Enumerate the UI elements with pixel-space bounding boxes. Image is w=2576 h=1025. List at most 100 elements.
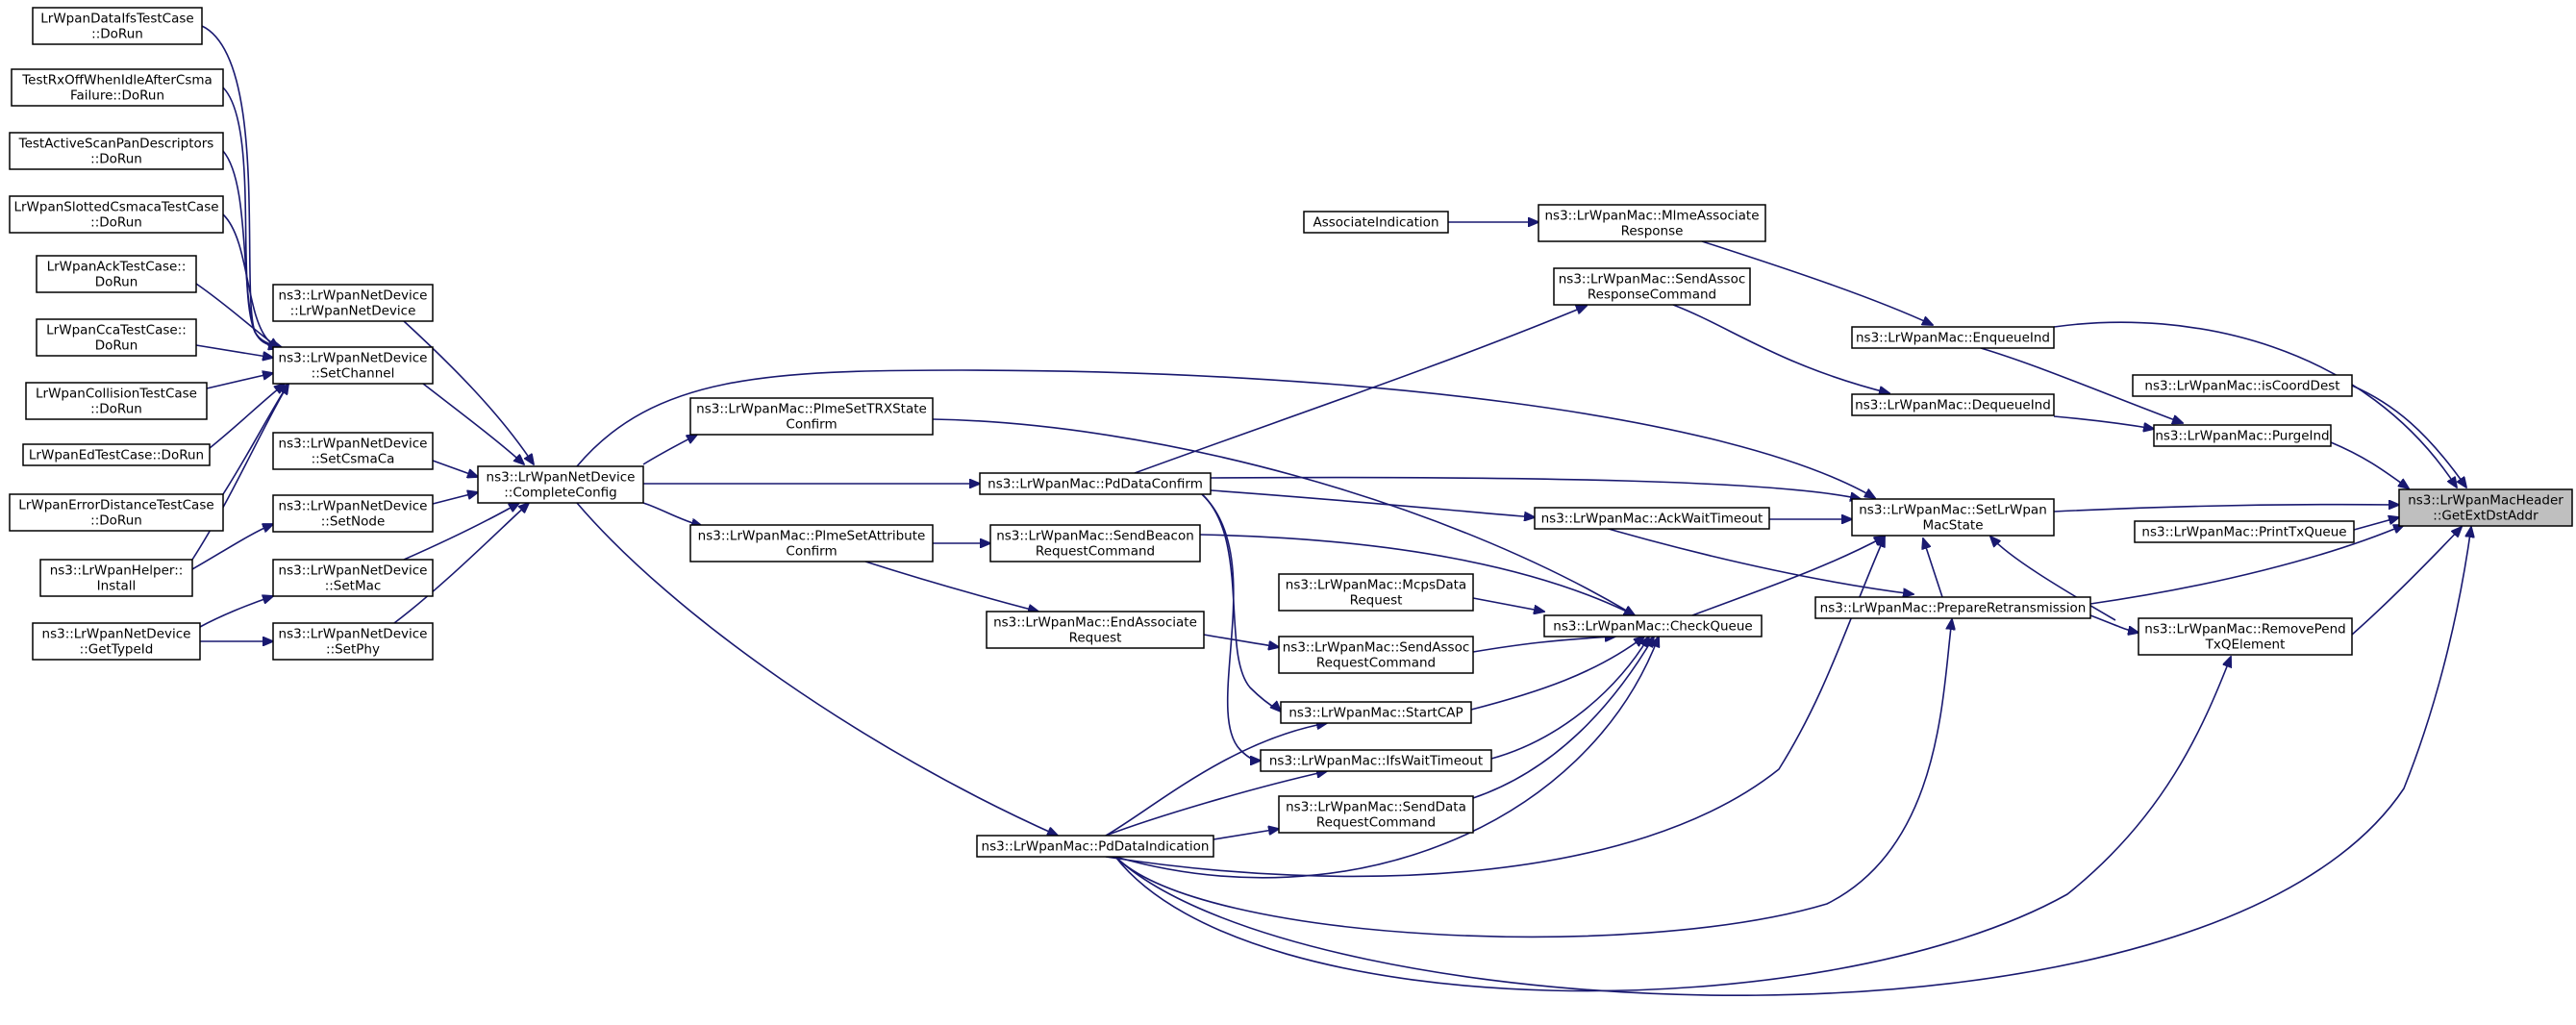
- node-box: [2134, 520, 2355, 543]
- node-setnode[interactable]: ns3::LrWpanNetDevice::SetNode: [272, 494, 434, 533]
- node-pddataconfirm[interactable]: ns3::LrWpanMac::PdDataConfirm: [979, 472, 1212, 495]
- edge-endassoc-to-sendassocreq: [1203, 634, 1279, 647]
- node-label: LrWpanDataIfsTestCase: [40, 12, 193, 27]
- edge-removepend-to-setstate: [1990, 537, 2116, 621]
- node-label: Request: [1069, 631, 1122, 646]
- node-iscoord[interactable]: ns3::LrWpanMac::isCoordDest: [2132, 374, 2353, 397]
- node-box: [32, 7, 203, 45]
- edge-setcsmaca-to-completeconfig: [432, 460, 478, 477]
- node-t_ack[interactable]: LrWpanAckTestCase::DoRun: [36, 255, 197, 293]
- node-t_errdist[interactable]: LrWpanErrorDistanceTestCase::DoRun: [9, 493, 224, 532]
- node-t_ed[interactable]: LrWpanEdTestCase::DoRun: [22, 443, 211, 466]
- node-label: ::DoRun: [91, 27, 143, 42]
- node-label: DoRun: [95, 338, 138, 354]
- node-box: [36, 255, 197, 293]
- node-label: LrWpanAckTestCase::: [47, 260, 187, 275]
- node-checkqueue[interactable]: ns3::LrWpanMac::CheckQueue: [1543, 614, 1763, 638]
- node-box: [1851, 393, 2055, 416]
- node-box: [39, 559, 193, 597]
- node-label: ns3::LrWpanMac::EnqueueInd: [1856, 331, 2050, 346]
- node-label: ns3::LrWpanMacHeader: [2408, 493, 2563, 509]
- node-ifswait[interactable]: ns3::LrWpanMac::IfsWaitTimeout: [1260, 749, 1492, 772]
- node-label: ns3::LrWpanNetDevice: [279, 627, 428, 642]
- edge-t_ed-to-setchannel: [209, 384, 285, 449]
- node-assocind[interactable]: AssociateIndication: [1303, 211, 1449, 234]
- edge-checkqueue-to-setstate: [1691, 537, 1885, 616]
- node-pddataind[interactable]: ns3::LrWpanMac::PdDataIndication: [976, 835, 1214, 858]
- node-printtx[interactable]: ns3::LrWpanMac::PrintTxQueue: [2134, 520, 2355, 543]
- edge-pddataind-to-prepretx: [1114, 619, 1952, 938]
- node-label: ::DoRun: [90, 215, 142, 231]
- node-completeconfig[interactable]: ns3::LrWpanNetDevice::CompleteConfig: [477, 465, 644, 504]
- node-setchannel[interactable]: ns3::LrWpanNetDevice::SetChannel: [272, 346, 434, 385]
- node-helperinstall[interactable]: ns3::LrWpanHelper::Install: [39, 559, 193, 597]
- node-label: ns3::LrWpanMac::SendAssoc: [1283, 640, 1470, 656]
- node-t_cca[interactable]: LrWpanCcaTestCase::DoRun: [36, 318, 197, 357]
- node-box: [25, 382, 208, 420]
- node-label: Response: [1621, 224, 1684, 239]
- edge-completeconfig-to-setstate: [576, 369, 1875, 498]
- node-box: [2153, 424, 2332, 447]
- edge-completeconfig-to-pddataind: [576, 502, 1058, 836]
- node-startcap[interactable]: ns3::LrWpanMac::StartCAP: [1280, 701, 1472, 724]
- node-t_collision[interactable]: LrWpanCollisionTestCase::DoRun: [25, 382, 208, 420]
- node-label: ns3::LrWpanMac::PrintTxQueue: [2141, 525, 2346, 540]
- node-t_activescan[interactable]: TestActiveScanPanDescriptors::DoRun: [9, 132, 224, 170]
- node-label: ::SetNode: [321, 514, 386, 530]
- node-prepretx[interactable]: ns3::LrWpanMac::PrepareRetransmission: [1814, 596, 2091, 619]
- node-label: Failure::DoRun: [70, 88, 164, 104]
- node-setmac[interactable]: ns3::LrWpanNetDevice::SetMac: [272, 559, 434, 597]
- node-box: [477, 465, 644, 504]
- node-box: [9, 493, 224, 532]
- node-t_dataifs[interactable]: LrWpanDataIfsTestCase::DoRun: [32, 7, 203, 45]
- node-label: ns3::LrWpanMac::PlmeSetTRXState: [696, 402, 927, 417]
- node-box: [976, 835, 1214, 858]
- node-box: [689, 397, 934, 436]
- node-label: RequestCommand: [1316, 656, 1436, 671]
- edge-dequeue-to-purge: [2053, 415, 2154, 429]
- node-ctor[interactable]: ns3::LrWpanNetDevice::LrWpanNetDevice: [272, 284, 434, 322]
- node-box: [2138, 617, 2353, 656]
- node-purge[interactable]: ns3::LrWpanMac::PurgeInd: [2153, 424, 2332, 447]
- edge-pddataind-to-ifswait: [1105, 771, 1327, 837]
- node-label: ::GetExtDstAddr: [2433, 509, 2538, 524]
- edge-startcap-to-checkqueue: [1470, 637, 1644, 711]
- node-setphy[interactable]: ns3::LrWpanNetDevice::SetPhy: [272, 622, 434, 661]
- edge-setstate-to-root: [2053, 505, 2399, 512]
- node-gettypeid[interactable]: ns3::LrWpanNetDevice::GetTypeId: [32, 622, 201, 661]
- edge-prepretx-to-setstate: [1923, 538, 1943, 598]
- edge-pddataind-to-root: [1114, 527, 2471, 996]
- node-box: [272, 622, 434, 661]
- edge-pddataind-to-removepend: [1114, 657, 2231, 992]
- node-label: ns3::LrWpanNetDevice: [279, 437, 428, 452]
- node-dequeue[interactable]: ns3::LrWpanMac::DequeueInd: [1851, 393, 2055, 416]
- node-label: ns3::LrWpanNetDevice: [279, 499, 428, 514]
- edge-gettypeid-to-setmac: [199, 596, 273, 628]
- node-ackwait[interactable]: ns3::LrWpanMac::AckWaitTimeout: [1534, 507, 1770, 530]
- node-label: LrWpanEdTestCase::DoRun: [29, 448, 204, 463]
- edge-enqueue-to-purge: [1980, 347, 2183, 423]
- node-box: [11, 68, 224, 107]
- node-box: [1851, 498, 2055, 537]
- node-label: ::DoRun: [90, 152, 142, 167]
- node-box: [1278, 573, 1474, 612]
- node-t_slotted[interactable]: LrWpanSlottedCsmacaTestCase::DoRun: [9, 195, 224, 234]
- node-root[interactable]: ns3::LrWpanMacHeader::GetExtDstAddr: [2398, 488, 2573, 527]
- node-setcsmaca[interactable]: ns3::LrWpanNetDevice::SetCsmaCa: [272, 432, 434, 470]
- node-enqueue[interactable]: ns3::LrWpanMac::EnqueueInd: [1851, 326, 2055, 349]
- node-label: TxQElement: [2205, 638, 2286, 653]
- edge-pddataconfirm-to-ackwait: [1210, 489, 1535, 517]
- node-label: TestActiveScanPanDescriptors: [18, 137, 214, 152]
